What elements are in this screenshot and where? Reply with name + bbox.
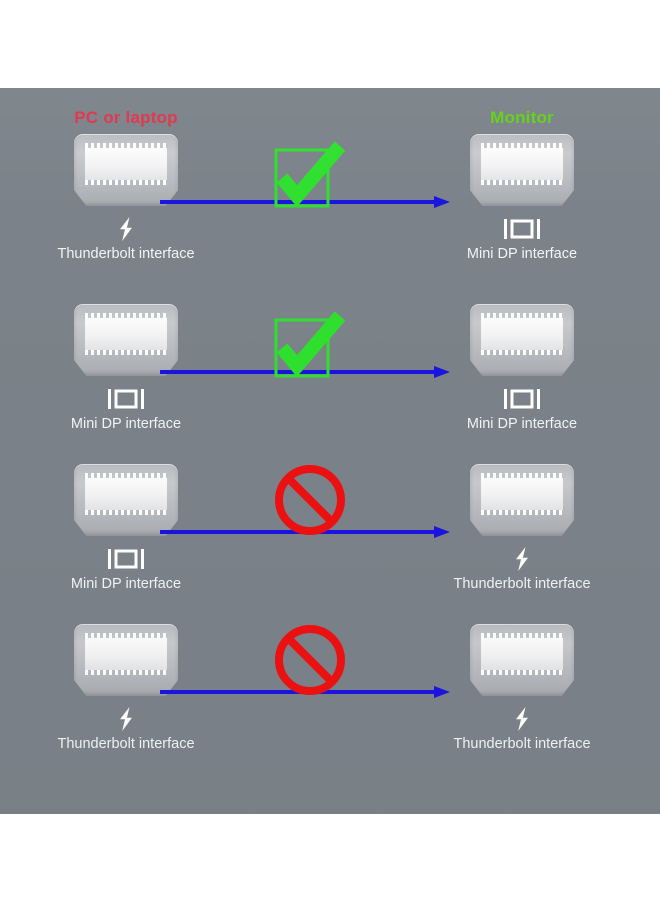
compatibility-row: Mini DP interface Thunderbolt i (0, 464, 660, 616)
red-prohibition-icon (265, 460, 355, 540)
connector-teeth-bottom (481, 180, 563, 185)
compatibility-row: Mini DP interface (0, 304, 660, 456)
connector-pin-block (481, 148, 563, 180)
connector-teeth-bottom (85, 510, 167, 515)
connector-teeth-bottom (481, 670, 563, 675)
target-caption: Mini DP interface (466, 416, 578, 432)
connector-teeth-top (85, 473, 167, 478)
mini-dp-connector-graphic (470, 304, 574, 376)
source-node: Thunderbolt interface (36, 624, 216, 752)
connector-teeth-top (481, 313, 563, 318)
compatibility-row: Thunderbolt interface Thunderbo (0, 624, 660, 776)
connector-teeth-top (85, 633, 167, 638)
source-caption: Thunderbolt interface (57, 246, 195, 262)
target-node: Mini DP interface (432, 304, 612, 432)
source-caption: Thunderbolt interface (57, 736, 195, 752)
connector-teeth-top (481, 473, 563, 478)
connector-pin-block (481, 318, 563, 350)
red-prohibition-icon (265, 620, 355, 700)
arrow-head (434, 686, 450, 698)
thunderbolt-bolt-icon (36, 214, 216, 244)
source-node: Mini DP interface (36, 304, 216, 432)
green-check-icon (262, 310, 352, 390)
connector-teeth-bottom (85, 670, 167, 675)
thunderbolt-connector-graphic (74, 624, 178, 696)
source-node: PC or laptop Thunderbolt interface (36, 108, 216, 262)
mini-displayport-icon (432, 214, 612, 244)
mini-displayport-icon (36, 384, 216, 414)
connector-teeth-bottom (85, 350, 167, 355)
thunderbolt-connector-graphic (74, 134, 178, 206)
thunderbolt-bolt-icon (432, 544, 612, 574)
compatibility-row: PC or laptop Thunderbolt interface (0, 108, 660, 286)
connector-pin-block (85, 638, 167, 670)
mini-dp-connector-graphic (470, 134, 574, 206)
target-node: Thunderbolt interface (432, 624, 612, 752)
target-caption: Mini DP interface (466, 246, 578, 262)
connector-teeth-top (85, 143, 167, 148)
connector-pin-block (481, 478, 563, 510)
connector-pin-block (85, 148, 167, 180)
target-caption: Thunderbolt interface (453, 736, 591, 752)
arrow-head (434, 366, 450, 378)
thunderbolt-bolt-icon (432, 704, 612, 734)
target-node: Monitor Mini DP interface (432, 108, 612, 262)
mini-dp-connector-graphic (74, 304, 178, 376)
green-check-icon (262, 140, 352, 220)
connector-pin-block (85, 318, 167, 350)
monitor-heading: Monitor (490, 108, 554, 127)
source-node: Mini DP interface (36, 464, 216, 592)
target-node: Thunderbolt interface (432, 464, 612, 592)
connector-teeth-bottom (481, 510, 563, 515)
connector-teeth-bottom (481, 350, 563, 355)
connector-teeth-top (481, 633, 563, 638)
mini-displayport-icon (36, 544, 216, 574)
arrow-head (434, 526, 450, 538)
source-caption: Mini DP interface (70, 416, 182, 432)
arrow-head (434, 196, 450, 208)
mini-displayport-icon (432, 384, 612, 414)
connector-teeth-top (481, 143, 563, 148)
thunderbolt-bolt-icon (36, 704, 216, 734)
pc-or-laptop-heading: PC or laptop (74, 108, 178, 127)
target-caption: Thunderbolt interface (453, 576, 591, 592)
compatibility-diagram-panel: PC or laptop Thunderbolt interface (0, 88, 660, 814)
mini-dp-connector-graphic (74, 464, 178, 536)
connector-pin-block (85, 478, 167, 510)
thunderbolt-connector-graphic (470, 624, 574, 696)
connector-pin-block (481, 638, 563, 670)
source-caption: Mini DP interface (70, 576, 182, 592)
connector-teeth-bottom (85, 180, 167, 185)
connector-teeth-top (85, 313, 167, 318)
thunderbolt-connector-graphic (470, 464, 574, 536)
